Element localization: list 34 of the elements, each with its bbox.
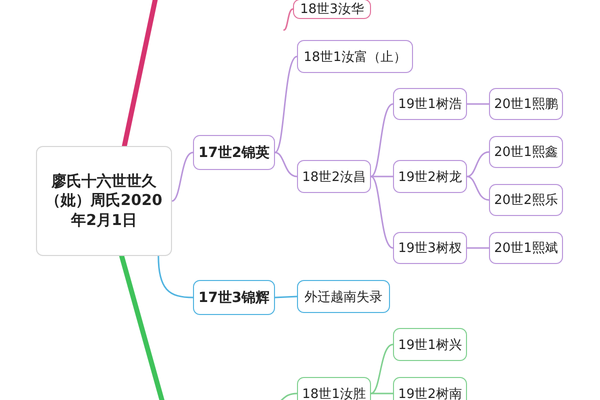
topic-box: 18世3汝华 xyxy=(293,0,371,19)
connector-line xyxy=(122,0,158,148)
connector-line xyxy=(370,392,394,394)
connector-line xyxy=(274,56,298,154)
connector-line xyxy=(274,296,298,298)
topic-box: 20世2熙乐 xyxy=(489,184,563,216)
connector-line xyxy=(158,255,194,298)
topic-box: 19世2树南 xyxy=(393,377,467,400)
branch-box: 17世2锦英 xyxy=(193,135,275,170)
branch-box: 17世3锦辉 xyxy=(193,280,275,315)
topic-box: 19世2树龙 xyxy=(393,160,467,193)
connector-line xyxy=(119,254,166,400)
topic-box: 19世3树杈 xyxy=(393,232,467,264)
topic-box: 19世1树浩 xyxy=(393,88,467,120)
connector-line xyxy=(283,8,294,31)
connector-line xyxy=(466,247,490,249)
topic-box: 20世1熙鑫 xyxy=(489,136,563,168)
topic-box: 18世1汝富（止） xyxy=(297,40,413,73)
topic-box: 19世1树兴 xyxy=(393,328,467,361)
connector-line xyxy=(370,344,394,394)
topic-box: 18世1汝胜 xyxy=(297,377,371,400)
central-topic-box: 廖氏十六世世久（妣）周氏2020年2月1日 xyxy=(36,146,172,256)
connector-line xyxy=(370,103,394,178)
connector-line xyxy=(171,152,194,202)
connector-line xyxy=(370,176,394,178)
topic-box: 20世1熙斌 xyxy=(489,232,563,264)
connector-line xyxy=(274,152,298,178)
connector-line xyxy=(466,176,490,201)
connector-line xyxy=(466,151,490,178)
connector-line xyxy=(370,176,394,249)
topic-box: 外迁越南失录 xyxy=(297,280,390,313)
topic-box: 18世2汝昌 xyxy=(297,160,371,193)
connector-line xyxy=(466,103,490,105)
topic-box: 20世1熙鹏 xyxy=(489,88,563,120)
